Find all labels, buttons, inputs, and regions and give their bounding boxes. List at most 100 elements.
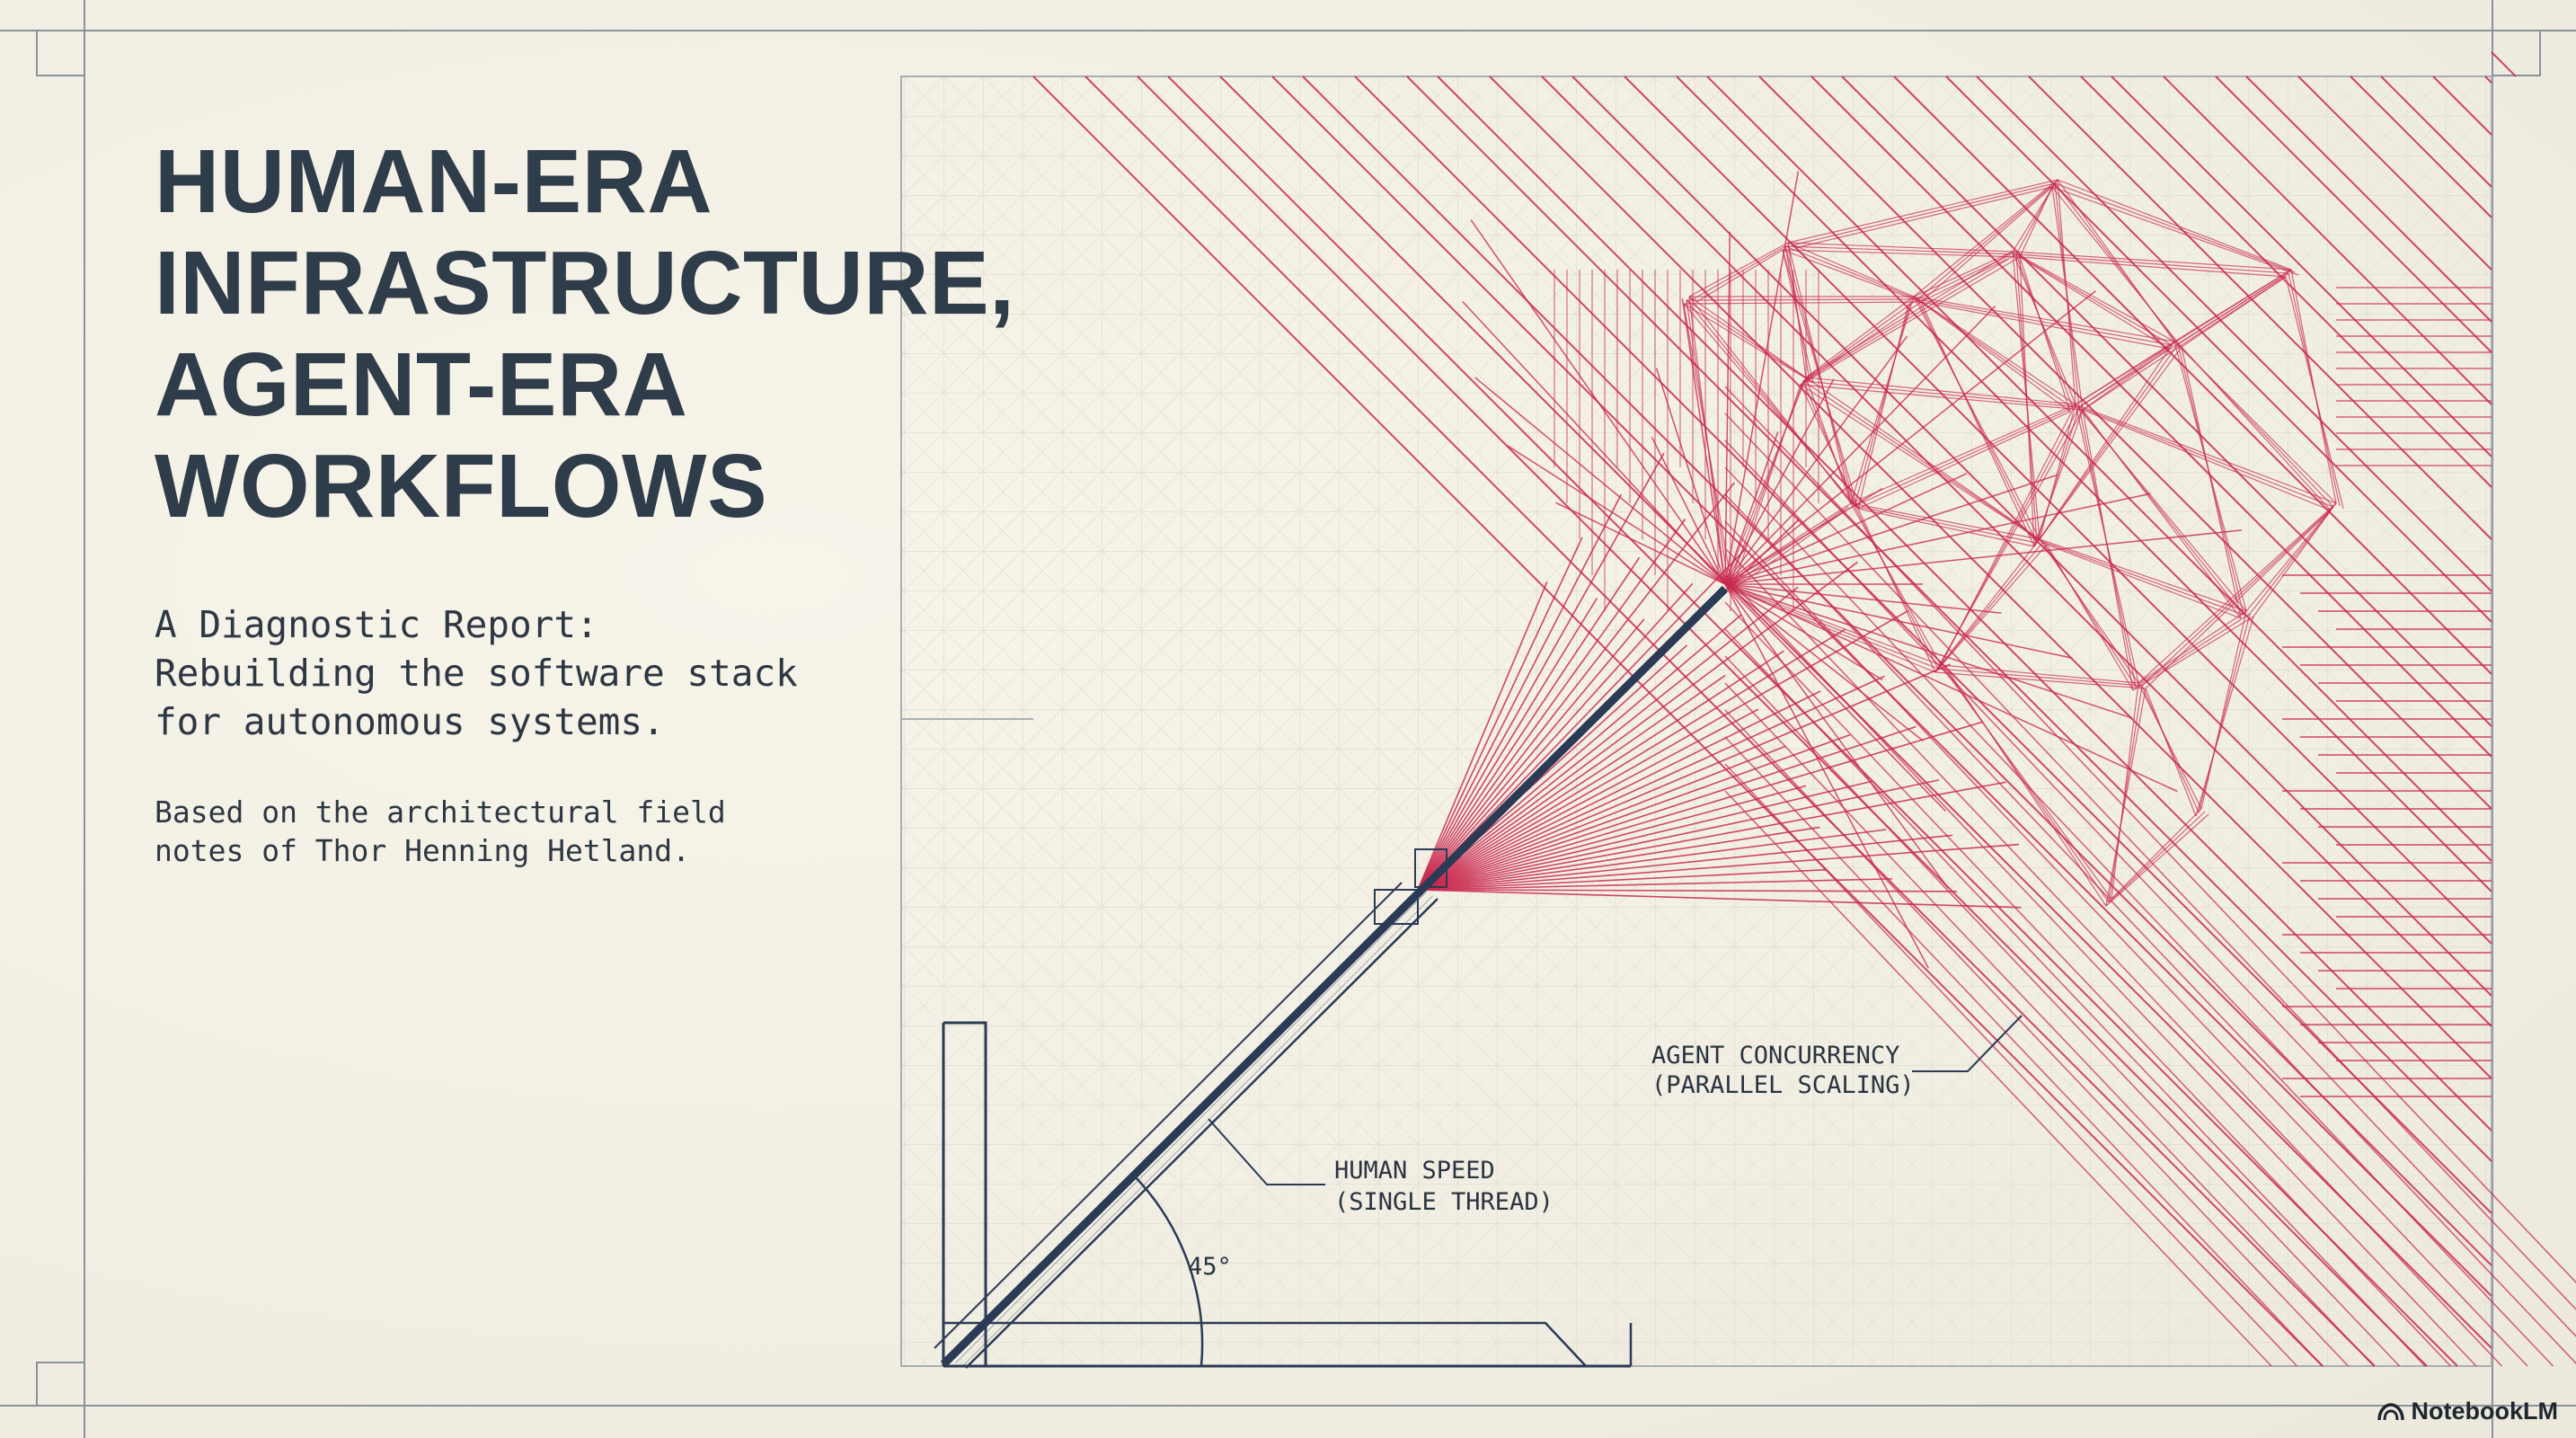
crimson-stroke	[1417, 650, 1784, 891]
crimson-stroke	[1555, 502, 1726, 585]
crimson-stroke	[2033, 346, 2182, 547]
crimson-stroke	[1920, 258, 2008, 303]
crimson-stroke	[1462, 300, 1726, 585]
crimson-stroke	[1724, 709, 2350, 1367]
crimson-stroke	[1934, 544, 2048, 673]
crimson-stroke	[2484, 75, 2492, 84]
crimson-stroke	[2057, 179, 2292, 271]
crimson-stroke	[1787, 179, 2058, 244]
crimson-stroke	[2145, 510, 2332, 689]
crimson-stroke	[1913, 296, 2040, 540]
title-line-1: HUMAN-ERA	[155, 131, 713, 232]
crimson-stroke	[2245, 75, 2492, 323]
crimson-stroke	[1945, 75, 2492, 623]
crimson-stroke	[2108, 811, 2206, 903]
crimson-stroke	[1683, 301, 1922, 305]
crimson-stroke	[2380, 75, 2492, 188]
crimson-stroke	[1800, 384, 2084, 411]
title-line-2: INFRASTRUCTURE,	[155, 233, 1015, 333]
crimson-stroke	[1728, 506, 1849, 588]
crimson-stroke	[1688, 296, 1807, 378]
crimson-stroke	[2028, 75, 2492, 540]
crimson-stroke	[1724, 583, 1924, 742]
crimson-stroke	[1417, 618, 1645, 891]
crimson-stroke	[2033, 409, 2084, 547]
corner-tick-bl	[36, 1362, 38, 1407]
crimson-stroke	[1417, 556, 1641, 891]
crimson-stroke	[1571, 75, 2492, 997]
crimson-stroke	[1805, 377, 1852, 504]
crimson-stroke	[1728, 586, 1939, 670]
crimson-stroke	[2138, 610, 2247, 684]
crimson-stroke	[1406, 75, 2492, 1162]
crimson-stroke	[1937, 668, 2143, 687]
crimson-stroke	[1920, 301, 2071, 413]
crimson-stroke	[1940, 664, 2139, 684]
corner-tick-bl-h	[36, 1362, 85, 1363]
crimson-stroke	[1724, 413, 2576, 1311]
crimson-fan-lines	[1417, 171, 2243, 969]
crimson-stroke	[2039, 538, 2139, 684]
crimson-stroke	[1805, 377, 2076, 405]
crimson-stroke	[1800, 256, 2021, 386]
crimson-stroke	[1917, 298, 2074, 409]
crimson-stroke	[1850, 502, 2040, 540]
crimson-stroke	[2051, 186, 2182, 348]
crimson-stroke	[2039, 538, 2247, 612]
crimson-stroke	[1655, 368, 1726, 585]
agent-concurrency-label-line1: AGENT CONCURRENCY	[1651, 1042, 1899, 1070]
crimson-stroke	[1724, 431, 1779, 585]
crimson-stroke	[1940, 538, 2040, 666]
crimson-stroke	[1417, 586, 1799, 891]
crimson-stroke	[1417, 493, 1623, 891]
crimson-stroke	[1724, 583, 2073, 659]
crimson-stroke	[1731, 510, 1846, 590]
crimson-stroke	[1784, 245, 1918, 300]
crimson-stroke	[1695, 249, 1784, 303]
crimson-stroke	[1417, 628, 1846, 891]
crimson-stroke	[1802, 253, 2017, 382]
subtitle-line-1: A Diagnostic Report:	[155, 603, 598, 646]
crimson-stroke	[1947, 670, 2107, 907]
crimson-stroke	[1417, 561, 1858, 891]
corner-tick-tl	[36, 30, 38, 76]
crimson-stroke	[1724, 763, 2298, 1367]
crimson-stroke	[1857, 411, 2071, 510]
crimson-stroke	[1417, 674, 1726, 891]
crimson-stroke	[1802, 380, 2080, 408]
crimson-stroke	[1506, 445, 1726, 585]
crimson-stroke	[1782, 249, 1814, 384]
crimson-stroke	[2285, 276, 2344, 510]
crimson-stroke	[1787, 242, 2014, 253]
subtitle-line-3: for autonomous systems.	[155, 700, 665, 743]
crimson-stroke	[1937, 541, 2044, 670]
slide-subtitle: A Diagnostic Report: Rebuilding the soft…	[155, 600, 963, 746]
crimson-stroke	[2173, 269, 2292, 342]
crimson-stroke	[1854, 299, 1912, 507]
crimson-stroke	[1417, 725, 1917, 891]
crimson-stroke	[1417, 781, 2006, 891]
attribution-line-2: notes of Thor Henning Hetland.	[155, 833, 691, 868]
crimson-stroke	[1489, 75, 2492, 1079]
crimson-stroke	[1474, 377, 1726, 585]
crimson-stroke	[1934, 409, 2084, 673]
crimson-stroke	[2108, 685, 2143, 903]
crimson-stroke	[2105, 813, 2209, 907]
agent-concurrency-label-line2: (PARALLEL SCALING)	[1651, 1071, 1915, 1099]
crimson-stroke	[2105, 688, 2147, 907]
notebooklm-branding[interactable]: NotebookLM	[2377, 1398, 2558, 1425]
crimson-stroke	[1854, 505, 2038, 544]
crimson-stroke	[1541, 75, 2492, 1027]
crimson-stroke	[1417, 581, 1548, 891]
crimson-stroke	[1417, 785, 1807, 891]
crimson-stroke	[1857, 508, 1936, 673]
crimson-stroke	[2111, 682, 2139, 900]
crimson-stroke	[1417, 519, 1686, 891]
crimson-stroke	[1302, 75, 2492, 1266]
base-construction	[942, 1021, 1633, 1368]
crimson-stroke	[1417, 690, 1821, 891]
corner-tick-tr-h	[2492, 75, 2541, 76]
crimson-stroke	[1724, 583, 1883, 681]
crimson-stroke	[2297, 75, 2492, 271]
